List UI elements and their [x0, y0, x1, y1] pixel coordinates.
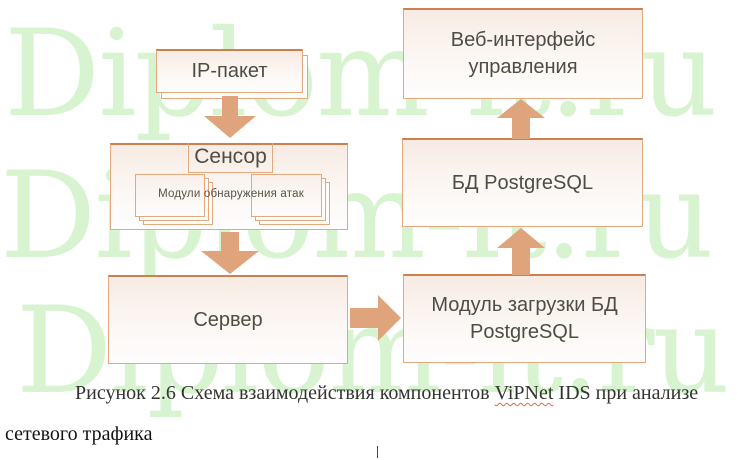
- arrow-db-to-web-shaft: [512, 117, 530, 139]
- module-loader-label-line1: Модуль загрузки БД: [431, 294, 618, 316]
- arrow-ip-to-sensor-shaft: [222, 96, 238, 117]
- module-loader-label-line2: PostgreSQL: [470, 321, 579, 343]
- arrow-sensor-to-server-head: [201, 251, 259, 274]
- modules-stack-right: [251, 174, 322, 217]
- web-interface-label-line1: Веб-интерфейс: [450, 29, 596, 51]
- arrow-server-to-module-head: [378, 295, 401, 341]
- arrow-module-to-db-shaft: [512, 247, 530, 275]
- sensor-title-label: Сенсор: [194, 145, 267, 169]
- ip-packet-label: IP-пакет: [191, 60, 268, 82]
- arrow-db-to-web-head: [497, 99, 545, 118]
- figure-caption-line1: Рисунок 2.6 Схема взаимодействия компоне…: [75, 382, 699, 404]
- attack-detection-modules-label: Модули обнаружения атак: [158, 188, 304, 200]
- arrow-server-to-module-shaft: [350, 308, 378, 328]
- arrow-module-to-db-head: [497, 228, 545, 248]
- postgresql-db-label: БД PostgreSQL: [451, 171, 594, 194]
- arrow-sensor-to-server-shaft: [221, 232, 239, 252]
- sensor-title: Сенсор: [188, 143, 273, 173]
- module-loader-box: Модуль загрузки БД PostgreSQL: [403, 274, 646, 363]
- server-box: Сервер: [108, 275, 348, 364]
- web-interface-box: Веб-интерфейс управления: [403, 8, 643, 99]
- arrow-ip-to-sensor-head: [204, 116, 256, 138]
- postgresql-db-box: БД PostgreSQL: [402, 138, 643, 227]
- ip-packet-box: IP-пакет: [156, 49, 303, 93]
- misspelled-word: ViPNet: [494, 382, 554, 404]
- figure-caption-line2: сетевого трафика: [5, 423, 153, 445]
- text-cursor: [377, 446, 379, 458]
- server-label: Сервер: [193, 308, 263, 331]
- web-interface-label-line2: управления: [468, 56, 578, 78]
- modules-stack-left: [135, 174, 205, 217]
